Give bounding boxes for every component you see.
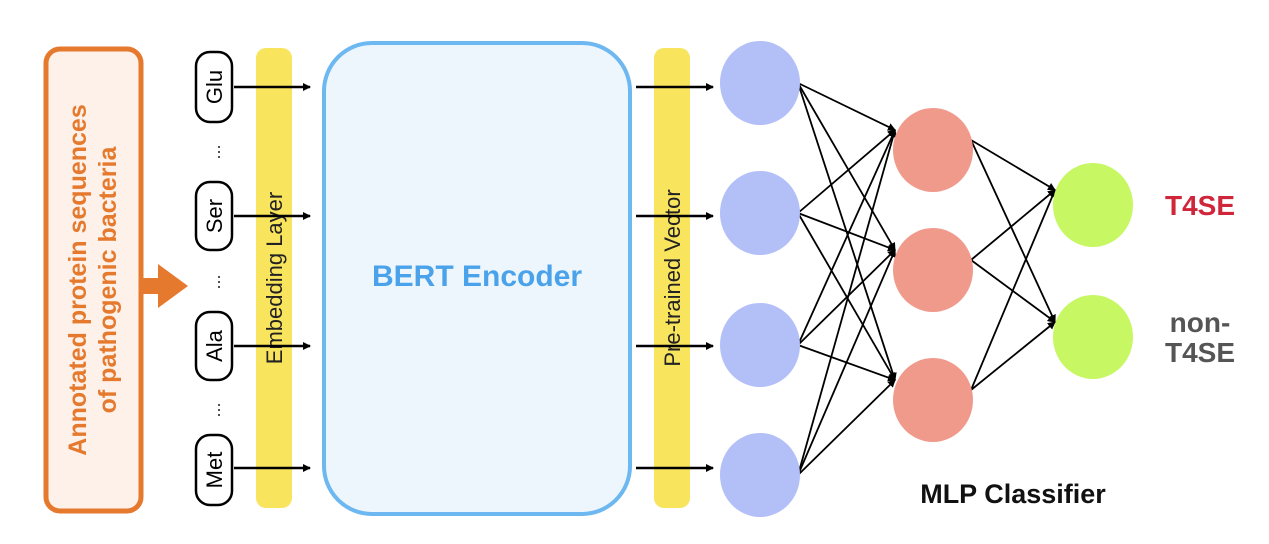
non-t4se-label-line2: T4SE bbox=[1165, 337, 1235, 368]
ellipsis: ... bbox=[204, 144, 224, 159]
pretrained-vector-layer: Pre-trained Vector bbox=[654, 48, 690, 508]
embedding-layer-label: Embedding Layer bbox=[262, 192, 287, 364]
hidden-node bbox=[893, 228, 973, 312]
ellipsis: ... bbox=[204, 402, 224, 417]
input-node bbox=[720, 41, 800, 125]
connection bbox=[970, 321, 1056, 391]
embedding-layer: Embedding Layer bbox=[256, 48, 292, 508]
mlp-classifier-title: MLP Classifier bbox=[920, 479, 1106, 509]
ellipsis: ... bbox=[204, 274, 224, 289]
t4se-label: T4SE bbox=[1165, 190, 1235, 221]
output-node bbox=[1053, 295, 1133, 379]
connection bbox=[970, 189, 1056, 391]
token-ala: Ala bbox=[194, 310, 234, 382]
token-label: Glu bbox=[202, 70, 227, 104]
token-ser: Ser bbox=[194, 180, 234, 252]
hidden-node bbox=[893, 108, 973, 192]
connection bbox=[797, 82, 896, 251]
connection bbox=[797, 212, 896, 252]
input-sequences-box: Annotated protein sequences of pathogeni… bbox=[43, 46, 144, 514]
bert-encoder-label: BERT Encoder bbox=[372, 260, 582, 293]
input-box-line2: of pathogenic bacteria bbox=[94, 146, 122, 414]
connection bbox=[970, 139, 1056, 323]
token-glu: Glu bbox=[194, 50, 234, 124]
connection bbox=[797, 379, 896, 476]
bert-encoder: BERT Encoder bbox=[322, 41, 632, 516]
connection bbox=[797, 129, 896, 214]
connection bbox=[970, 189, 1056, 261]
non-t4se-label-line1: non- bbox=[1170, 307, 1231, 338]
token-label: Met bbox=[202, 452, 227, 489]
hidden-node bbox=[893, 358, 973, 442]
token-label: Ser bbox=[202, 199, 227, 233]
input-node bbox=[720, 171, 800, 255]
connection bbox=[797, 82, 896, 131]
token-label: Ala bbox=[202, 329, 227, 362]
input-node bbox=[720, 433, 800, 517]
input-box-line1: Annotated protein sequences bbox=[64, 104, 92, 455]
token-met: Met bbox=[194, 433, 234, 507]
input-arrow bbox=[142, 264, 188, 308]
connection bbox=[797, 129, 897, 476]
connection bbox=[797, 249, 896, 346]
pretrained-vector-label: Pre-trained Vector bbox=[660, 189, 685, 366]
connection bbox=[970, 139, 1056, 191]
input-node bbox=[720, 303, 800, 387]
connection bbox=[797, 249, 896, 476]
connection bbox=[797, 129, 896, 346]
output-node bbox=[1053, 163, 1133, 247]
